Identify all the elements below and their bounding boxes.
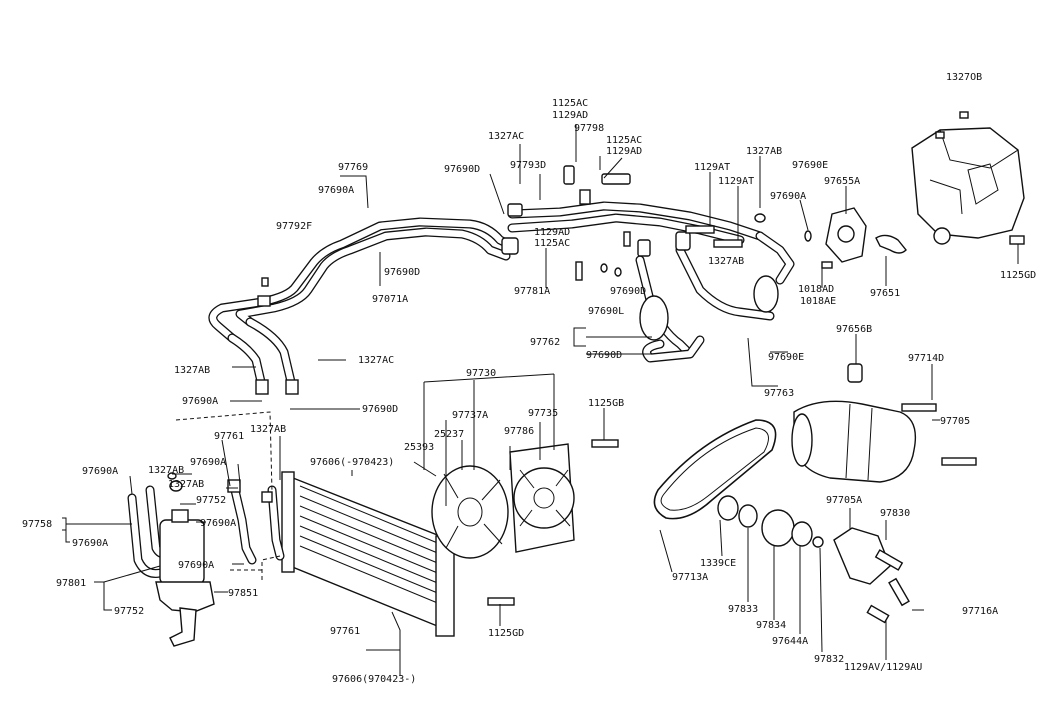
label-97716a: 97716A [962, 606, 998, 617]
label-97786: 97786 [504, 426, 534, 437]
label-97793d: 97793D [510, 160, 546, 171]
label-97690a-lft: 97690A [182, 396, 218, 407]
receiver-drier [127, 472, 285, 647]
label-1327ab-d1: 1327AB [148, 465, 184, 476]
label-1129at-1: 1129AT [694, 162, 730, 173]
label-1327ab-cond: 1327AB [250, 424, 286, 435]
label-1327ab-left: 1327AB [174, 365, 210, 376]
label-1339ce: 1339CE [700, 558, 736, 569]
label-97758: 97758 [22, 519, 52, 530]
label-1129ad-mid: 1129AD [534, 227, 570, 238]
label-97730: 97730 [466, 368, 496, 379]
suction-discharge-hose-assembly [208, 217, 517, 395]
leader-lines [62, 124, 1019, 676]
label-97798: 97798 [574, 123, 604, 134]
label-1125ac-right: 1125AC [606, 135, 642, 146]
label-1327ac-top: 1327AC [488, 131, 524, 142]
label-97833: 97833 [728, 604, 758, 615]
label-97651: 97651 [870, 288, 900, 299]
label-97690a-top: 97690A [318, 185, 354, 196]
label-25237: 25237 [434, 429, 464, 440]
label-1129av-1129au: 1129AV/1129AU [844, 662, 922, 673]
label-97761-top: 97761 [214, 431, 244, 442]
label-1018ae: 1018AE [800, 296, 836, 307]
label-1327ab-mid: 1327AB [708, 256, 744, 267]
label-1125ac-mid: 1125AC [534, 238, 570, 249]
label-97714d: 97714D [908, 353, 944, 364]
label-97606-late: 97606(970423-) [332, 674, 416, 685]
label-25393: 25393 [404, 442, 434, 453]
label-97690d-lft: 97690D [362, 404, 398, 415]
label-1125gd-bottom: 1125GD [488, 628, 524, 639]
condenser [281, 471, 455, 637]
label-1129ad-right: 1129AD [606, 146, 642, 157]
label-97690a-d3: 97690A [200, 518, 236, 529]
label-97656b: 97656B [836, 324, 872, 335]
label-97834: 97834 [756, 620, 786, 631]
label-1327ab-top: 1327AB [746, 146, 782, 157]
label-97705a: 97705A [826, 495, 862, 506]
label-97735: 97735 [528, 408, 558, 419]
label-97690a-drier: 97690A [82, 466, 118, 477]
label-1129ad-top: 1129AD [552, 110, 588, 121]
label-97606-early: 97606(-970423) [310, 457, 394, 468]
label-1125gb: 1125GB [588, 398, 624, 409]
label-97690d-top: 97690D [444, 164, 480, 175]
label-97761-bottom: 97761 [330, 626, 360, 637]
label-97801: 97801 [56, 578, 86, 589]
drive-belt [653, 419, 777, 520]
label-97690a-right: 97690A [770, 191, 806, 202]
compressor [791, 363, 977, 483]
label-97071a: 97071A [372, 294, 408, 305]
label-1327ab-d2: 1327AB [168, 479, 204, 490]
label-1129at-2: 1129AT [718, 176, 754, 187]
label-97792f: 97792F [276, 221, 312, 232]
cooling-fan [431, 439, 619, 606]
label-97655a: 97655A [824, 176, 860, 187]
label-97690e-mid: 97690E [768, 352, 804, 363]
part-number-labels: 1327OB 97769 97690A 97792F 97690D 97071A… [22, 72, 1036, 685]
label-97763: 97763 [764, 388, 794, 399]
label-97752-bottom: 97752 [114, 606, 144, 617]
upper-bolts [575, 213, 812, 281]
label-97690a-d5: 97690A [178, 560, 214, 571]
label-97769: 97769 [338, 162, 368, 173]
liquid-hose-assembly [635, 231, 795, 363]
label-97762: 97762 [530, 337, 560, 348]
label-1327ac-left: 1327AC [358, 355, 394, 366]
label-1125ac-top: 1125AC [552, 98, 588, 109]
label-97851: 97851 [228, 588, 258, 599]
label-97690a-d4: 97690A [72, 538, 108, 549]
clutch-parts [717, 495, 824, 548]
label-97781a: 97781A [514, 286, 550, 297]
label-97830: 97830 [880, 508, 910, 519]
evaporator-case [911, 111, 1025, 245]
label-97690d-c: 97690D [610, 286, 646, 297]
label-97690d-mid: 97690D [384, 267, 420, 278]
expansion-valve-flange [821, 207, 907, 269]
compressor-bracket [833, 527, 910, 624]
label-97644a: 97644A [772, 636, 808, 647]
label-97690l: 97690L [588, 306, 624, 317]
label-97690d-l: 97690D [586, 350, 622, 361]
label-1327ob: 1327OB [946, 72, 982, 83]
label-1125gd-right: 1125GD [1000, 270, 1036, 281]
label-97737a: 97737A [452, 410, 488, 421]
label-97690e-top: 97690E [792, 160, 828, 171]
label-97832: 97832 [814, 654, 844, 665]
label-97690a-cond: 97690A [190, 457, 226, 468]
label-1018ad: 1018AD [798, 284, 834, 295]
label-97713a: 97713A [672, 572, 708, 583]
label-97705: 97705 [940, 416, 970, 427]
label-97752-top: 97752 [196, 495, 226, 506]
